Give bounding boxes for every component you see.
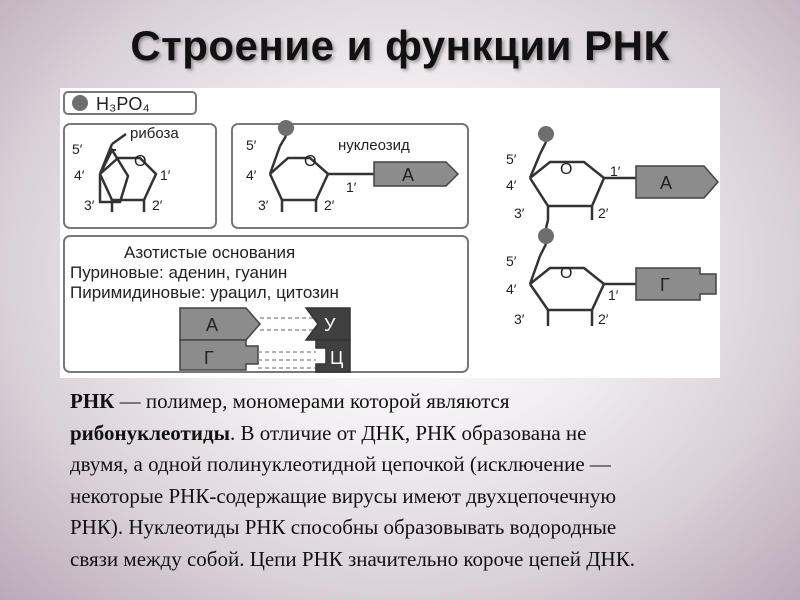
pair-base-g-shape (179, 339, 259, 371)
chain-base-a-shape (635, 165, 719, 199)
term-rna: РНК (70, 389, 115, 413)
chain-top-c3-label: 3′ (514, 205, 525, 221)
chain-top-oxygen-label: O (560, 161, 572, 178)
chain-base-g-shape (635, 267, 717, 301)
pair-base-c-shape (315, 339, 351, 373)
term-ribonucleotides: рибонуклеотиды (70, 420, 230, 445)
chain-bottom-c4-label: 4′ (506, 281, 517, 297)
ribose-oxygen-label: O (134, 153, 146, 170)
pair-base-u-label: У (324, 315, 336, 335)
chain-top-c4-label: 4′ (506, 177, 517, 193)
pair-base-a-shape (179, 307, 261, 341)
rna-description: РНК — полимер, мономерами которой являют… (70, 386, 770, 575)
nucleoside-panel: А нуклеозид 5′ O 4′ 1′ 3′ 2′ (231, 120, 469, 229)
nucleoside-c2-label: 2′ (324, 197, 335, 213)
purines-text: Пуриновые: аденин, гуанин (70, 263, 287, 282)
rna-structure-diagram: H₃PO₄ рибоза 5′ O 4′ 1′ 3′ 2′ А нуклеози… (60, 88, 720, 378)
chain-base-g-label: Г (660, 275, 670, 295)
bases-heading: Азотистые основания (124, 243, 295, 262)
chain-bottom-c5-label: 5′ (506, 253, 517, 269)
phosphate-icon (72, 95, 88, 111)
chain-bottom-oxygen-label: O (560, 265, 572, 282)
chain-top-c2-label: 2′ (598, 205, 609, 221)
chain-top-c5-label: 5′ (506, 151, 517, 167)
diagram-canvas: H₃PO₄ рибоза 5′ O 4′ 1′ 3′ 2′ А нуклеози… (63, 91, 719, 373)
ribose-c4-label: 4′ (74, 167, 85, 183)
nucleoside-c1-label: 1′ (346, 179, 357, 195)
nucleoside-c5-label: 5′ (246, 137, 257, 153)
chain-bottom-c3-label: 3′ (514, 311, 525, 327)
ribose-c5-label: 5′ (72, 141, 83, 157)
chain-phosphate-top-icon (538, 126, 554, 142)
chain-phosphate-bottom-icon (538, 228, 554, 244)
nucleoside-label: нуклеозид (338, 137, 410, 154)
chain-bottom-c2-label: 2′ (598, 311, 609, 327)
pair-base-g-label: Г (204, 348, 214, 368)
nitrogen-bases-panel: Азотистые основания Пуриновые: аденин, г… (63, 235, 469, 373)
chain-base-a-label: А (660, 173, 672, 193)
nucleoside-c4-label: 4′ (246, 167, 257, 183)
pair-base-a-label: А (206, 315, 218, 335)
nucleoside-base-a-label: А (402, 165, 414, 185)
nucleoside-oxygen-label: O (304, 153, 316, 170)
ribose-panel: рибоза 5′ O 4′ 1′ 3′ 2′ (63, 123, 217, 229)
ribose-c3-label: 3′ (84, 197, 95, 213)
description-line-1-rest: — полимер, мономерами которой являются (114, 389, 510, 413)
nucleoside-c3-label: 3′ (258, 197, 269, 213)
nucleoside-base-a-shape (373, 161, 460, 187)
description-line-1: РНК — полимер, мономерами которой являют… (70, 386, 770, 418)
slide-title: Строение и функции РНК (130, 22, 670, 69)
nucleotide-chain: А 5′ O 4′ 1′ 3′ 2′ Г 5′ O 4′ 1′ 3′ 2′ (506, 126, 719, 327)
description-line-2: рибонуклеотиды. В отличие от ДНК, РНК об… (70, 418, 770, 450)
description-line-6: связи между собой. Цепи РНК значительно … (70, 546, 635, 571)
pyrimidines-text: Пиримидиновые: урацил, цитозин (70, 283, 339, 302)
ribose-c1-label: 1′ (160, 167, 171, 183)
pair-base-c-label: Ц (330, 348, 343, 368)
chain-top-c1-label: 1′ (610, 163, 621, 179)
chain-bottom-c1-label: 1′ (608, 287, 619, 303)
ribose-c2-label: 2′ (152, 197, 163, 213)
description-line-2-rest: . В отличие от ДНК, РНК образована не (229, 420, 587, 445)
phosphate-legend: H₃PO₄ (63, 91, 197, 115)
ribose-label: рибоза (130, 125, 179, 142)
description-line-4: некоторые РНК-содержащие вирусы имеют дв… (70, 483, 617, 508)
nucleoside-phosphate-icon (278, 120, 294, 136)
description-line-5: РНК). Нуклеотиды РНК способны образовыва… (70, 515, 617, 539)
description-line-3: двумя, а одной полинуклеотидной цепочкой… (70, 452, 611, 476)
phosphate-label: H₃PO₄ (96, 94, 150, 114)
